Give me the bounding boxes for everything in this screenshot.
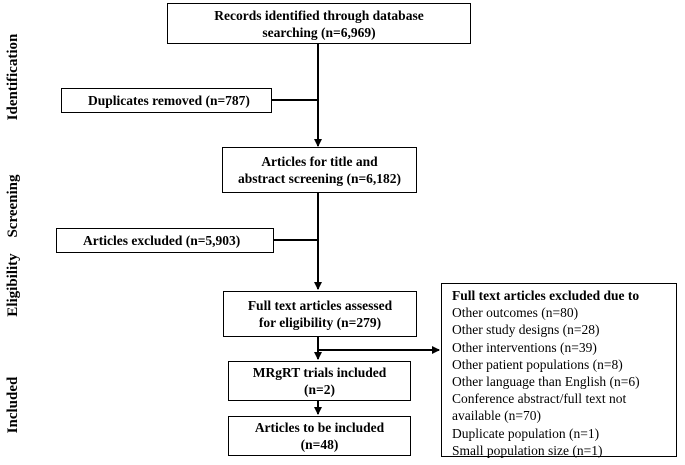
exclusion-reason: Other outcomes (n=80) bbox=[452, 305, 579, 321]
title-abstract-screening-box: Articles for title and abstract screenin… bbox=[222, 147, 417, 193]
screening-line1: Articles for title and bbox=[261, 154, 378, 169]
exclusions-heading: Full text articles excluded due to bbox=[452, 288, 640, 303]
exclusion-reason: Conference abstract/full text not bbox=[452, 391, 627, 407]
mrgrt-line2: (n=2) bbox=[304, 382, 335, 397]
screening-line2: abstract screening (n=6,182) bbox=[237, 171, 402, 186]
included-line2: (n=48) bbox=[300, 437, 339, 452]
articles-excluded-label: Articles excluded (n=5,903) bbox=[83, 233, 241, 248]
stage-label-identification: Identification bbox=[5, 33, 21, 121]
duplicates-removed-box: Duplicates removed (n=787) bbox=[61, 88, 272, 113]
mrgrt-trials-box: MRgRT trials included (n=2) bbox=[228, 361, 411, 401]
full-text-exclusions-box: Full text articles excluded due to Other… bbox=[441, 283, 677, 458]
full-text-line2: for eligibility (n=279) bbox=[258, 315, 382, 330]
full-text-line1: Full text articles assessed bbox=[247, 298, 393, 313]
duplicates-removed-label: Duplicates removed (n=787) bbox=[88, 93, 250, 108]
included-line1: Articles to be included bbox=[254, 420, 385, 435]
exclusion-reason: Other study designs (n=28) bbox=[452, 322, 600, 338]
records-identified-box: Records identified through database sear… bbox=[167, 3, 471, 44]
records-identified-line2: searching (n=6,969) bbox=[262, 24, 376, 40]
exclusion-reason: Other language than English (n=6) bbox=[452, 374, 640, 390]
mrgrt-line1: MRgRT trials included bbox=[252, 365, 387, 380]
stage-label-eligibility: Eligibility bbox=[5, 253, 21, 317]
full-text-assessed-box: Full text articles assessed for eligibil… bbox=[223, 291, 417, 337]
exclusion-reason: Duplicate population (n=1) bbox=[452, 425, 600, 441]
exclusion-reason: Other patient populations (n=8) bbox=[452, 356, 623, 372]
exclusion-reason: Small population size (n=1) bbox=[452, 442, 603, 458]
articles-excluded-box: Articles excluded (n=5,903) bbox=[56, 228, 274, 253]
articles-included-box: Articles to be included (n=48) bbox=[228, 416, 411, 456]
records-identified-line1: Records identified through database bbox=[214, 7, 424, 23]
stage-label-included: Included bbox=[5, 376, 21, 434]
exclusion-reason: Other interventions (n=39) bbox=[452, 339, 597, 355]
exclusion-reason: available (n=70) bbox=[452, 408, 541, 424]
